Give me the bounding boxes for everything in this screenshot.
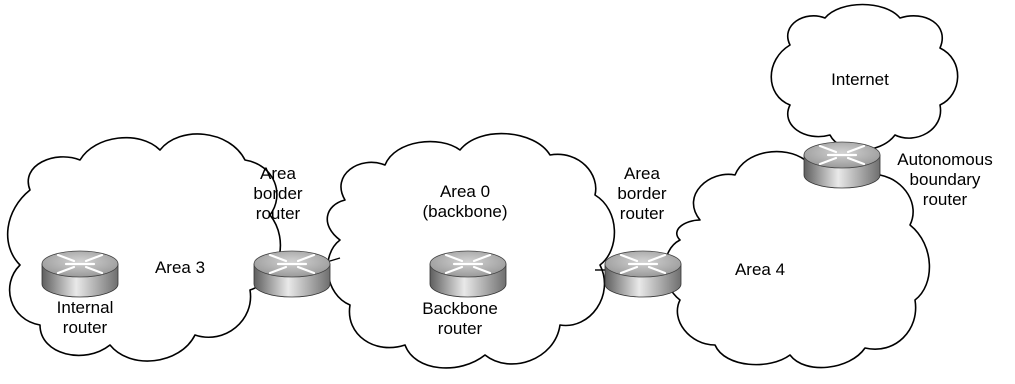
area-4-label: Area 4 [734,260,786,279]
autonomous-boundary-router-label: Autonomous boundary router [897,150,993,209]
internal-router-icon [41,250,119,298]
area-0-label: Area 0 (backbone) [422,182,508,221]
area-3-cloud [6,133,282,362]
internet-label: Internet [831,70,889,89]
autonomous-boundary-router-icon [803,141,881,189]
backbone-router-label: Backbone router [422,299,498,338]
area-border-router-right-icon [604,250,682,298]
internal-router-label: Internal router [56,298,114,337]
backbone-router-icon [429,250,507,298]
area-4-cloud [664,150,931,369]
area-3-label: Area 3 [154,258,206,277]
area-border-router-left-icon [253,250,331,298]
internet-cloud [770,3,959,151]
area-border-router-left-label: Area border router [253,164,303,223]
area-border-router-right-label: Area border router [617,164,667,223]
